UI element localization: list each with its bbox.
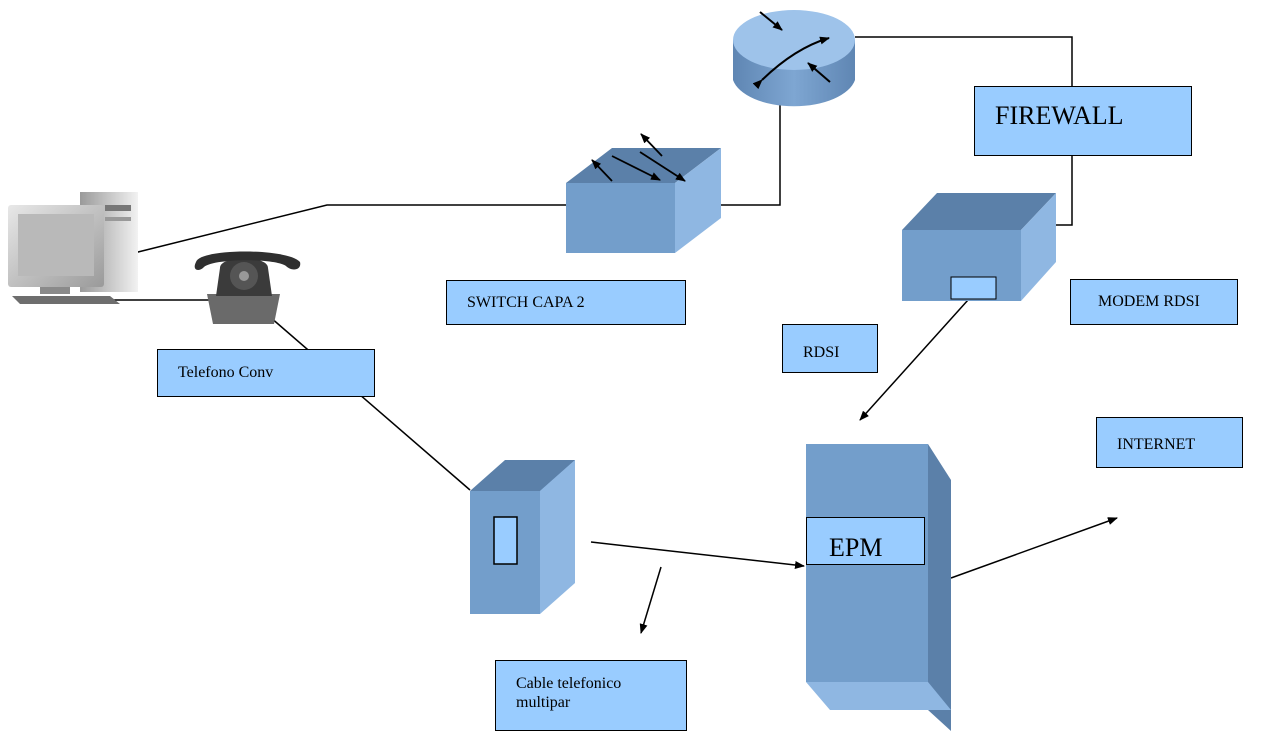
computer-icon (8, 192, 138, 304)
cable-text-line1: Cable telefonico (516, 675, 622, 692)
modem-label: MODEM RDSI (1070, 279, 1238, 325)
switch-device (566, 133, 721, 253)
epm-text: EPM (829, 533, 883, 562)
link-router-firewall (855, 36, 1073, 86)
firewall-label: FIREWALL (974, 86, 1192, 156)
switch-text: SWITCH CAPA 2 (467, 294, 585, 311)
telefono-label: Telefono Conv (157, 349, 375, 397)
firewall-text: FIREWALL (995, 101, 1124, 130)
cable-label: Cable telefonico multipar (495, 660, 687, 731)
telephone-box (470, 460, 575, 614)
telephone-icon (194, 251, 301, 324)
rdsi-text: RDSI (803, 344, 840, 361)
internet-text: INTERNET (1117, 436, 1196, 453)
link-phone-box (269, 316, 471, 491)
link-firewall-modem (1054, 156, 1073, 226)
arrow-box-cable (639, 566, 662, 634)
arrow-box-epm (590, 541, 805, 569)
modem-device (902, 193, 1056, 301)
arrow-epm-internet (950, 517, 1118, 579)
switch-label: SWITCH CAPA 2 (446, 280, 686, 325)
link-switch-router (721, 78, 781, 206)
internet-label: INTERNET (1096, 417, 1243, 468)
modem-text: MODEM RDSI (1098, 293, 1200, 310)
telefono-text: Telefono Conv (178, 364, 274, 381)
router-icon (733, 10, 855, 107)
epm-tower (806, 444, 951, 731)
epm-label: EPM (806, 517, 925, 565)
arrow-modem-epm (859, 299, 969, 421)
cable-text-line2: multipar (516, 694, 571, 711)
link-pc-switch (133, 204, 566, 254)
rdsi-label: RDSI (782, 324, 878, 373)
